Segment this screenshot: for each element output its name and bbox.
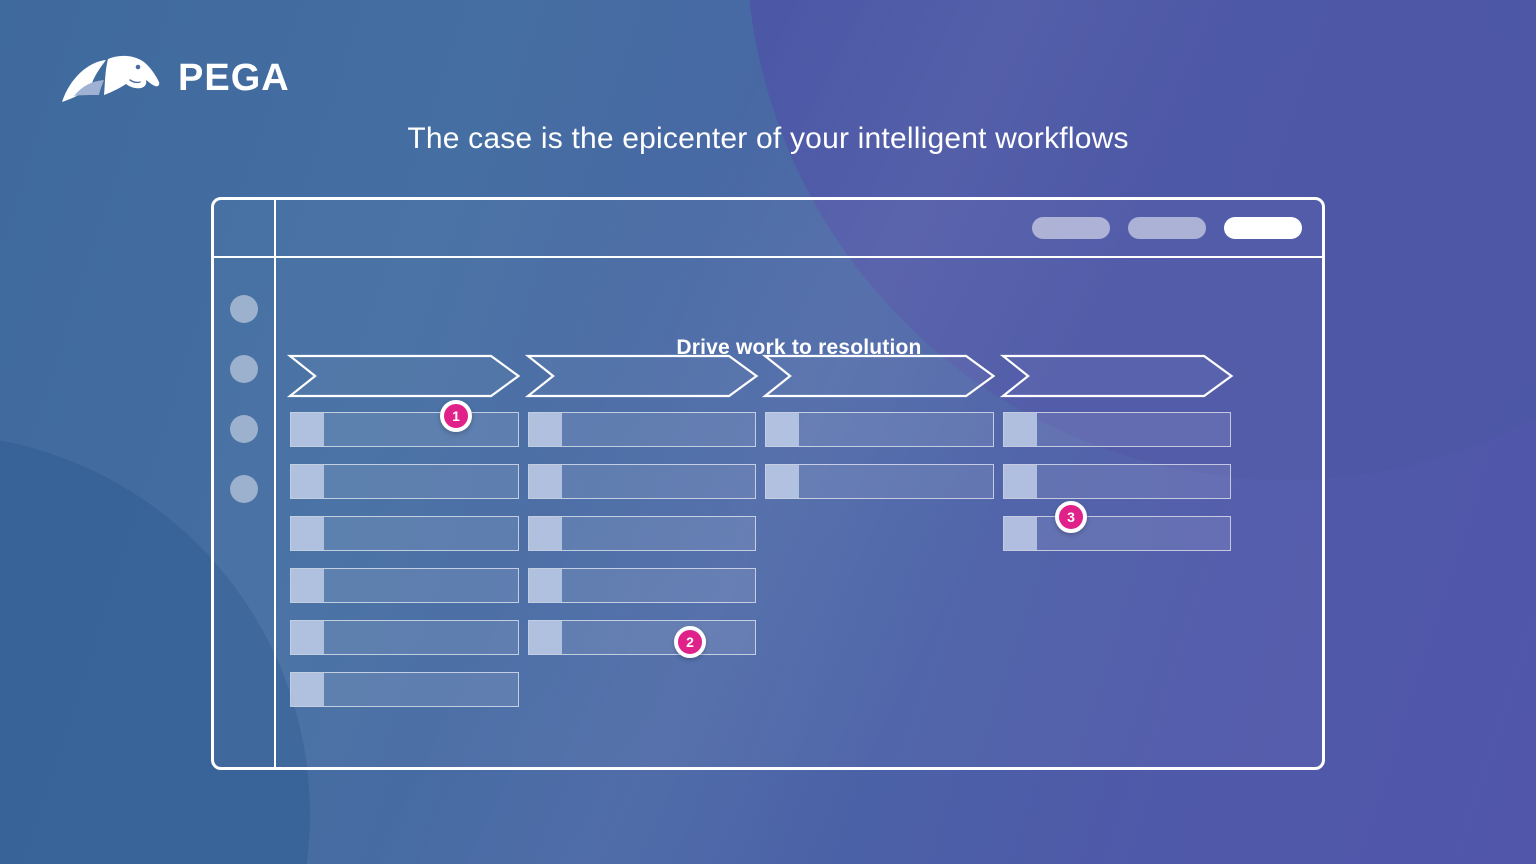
task-label: [562, 569, 756, 602]
task-status-icon: [528, 621, 562, 654]
task-status-icon: [1003, 465, 1037, 498]
task-status-icon: [528, 413, 562, 446]
task-status-icon: [766, 413, 799, 446]
task-status-icon: [528, 465, 562, 498]
toolbar-pill-1[interactable]: [1032, 217, 1110, 239]
task-label: [1037, 465, 1231, 498]
task-row[interactable]: [290, 672, 519, 707]
task-row[interactable]: [290, 568, 519, 603]
task-row[interactable]: [290, 412, 519, 447]
task-status-icon: [291, 465, 324, 498]
pega-horse-logo-icon: [62, 55, 160, 102]
task-row[interactable]: [527, 516, 756, 551]
task-row[interactable]: [527, 464, 756, 499]
task-label: [562, 413, 756, 446]
stage-chevron-1[interactable]: [290, 355, 519, 397]
stage-column-3: [765, 412, 994, 707]
sidebar-item-1[interactable]: [230, 295, 258, 323]
task-status-icon: [528, 569, 562, 602]
task-status-icon: [291, 673, 324, 706]
task-row[interactable]: [290, 516, 519, 551]
task-row[interactable]: [1002, 516, 1231, 551]
section-title: Drive work to resolution: [676, 336, 922, 359]
app-topbar: [214, 200, 1322, 258]
task-row[interactable]: [290, 620, 519, 655]
task-label: [562, 465, 756, 498]
callout-marker-2[interactable]: 2: [674, 626, 706, 658]
task-row[interactable]: [527, 620, 756, 655]
stage-chevron-3[interactable]: [765, 355, 994, 397]
app-window: Drive work to resolution: [211, 197, 1325, 770]
task-row[interactable]: [290, 464, 519, 499]
task-status-icon: [1003, 413, 1037, 446]
task-status-icon: [291, 621, 324, 654]
task-row[interactable]: [1002, 412, 1231, 447]
task-label: [324, 413, 518, 446]
task-label: [1037, 413, 1231, 446]
task-label: [324, 517, 518, 550]
task-row[interactable]: [765, 464, 994, 499]
task-label: [799, 413, 993, 446]
task-row[interactable]: [527, 412, 756, 447]
task-status-icon: [291, 517, 324, 550]
sidebar-item-3[interactable]: [230, 415, 258, 443]
task-row[interactable]: [527, 568, 756, 603]
task-row[interactable]: [1002, 464, 1231, 499]
sidebar-item-4[interactable]: [230, 475, 258, 503]
task-label: [799, 465, 993, 498]
app-body: Drive work to resolution: [214, 258, 1322, 767]
task-status-icon: [766, 465, 799, 498]
stage-chevron-2[interactable]: [528, 355, 757, 397]
task-label: [324, 569, 518, 602]
task-status-icon: [1003, 517, 1037, 550]
stage-column-4: [1002, 412, 1231, 707]
brand-logo: PEGA: [60, 52, 290, 104]
task-label: [562, 517, 756, 550]
task-label: [562, 621, 756, 654]
workflow-canvas: Drive work to resolution: [276, 258, 1322, 767]
stage-columns: [290, 412, 1231, 707]
toolbar-pill-3[interactable]: [1224, 217, 1302, 239]
stage-bar: [290, 355, 1231, 397]
app-topbar-actions: [1032, 217, 1302, 239]
stage-column-1: [290, 412, 519, 707]
task-status-icon: [291, 413, 324, 446]
sidebar-item-2[interactable]: [230, 355, 258, 383]
task-row[interactable]: [765, 412, 994, 447]
app-sidebar: [214, 258, 276, 767]
task-status-icon: [528, 517, 562, 550]
callout-marker-3[interactable]: 3: [1055, 501, 1087, 533]
task-label: [324, 465, 518, 498]
task-label: [324, 621, 518, 654]
stage-chevron-4[interactable]: [1003, 355, 1232, 397]
brand-wordmark: PEGA: [178, 57, 290, 99]
toolbar-pill-2[interactable]: [1128, 217, 1206, 239]
page-title: The case is the epicenter of your intell…: [407, 122, 1129, 155]
task-status-icon: [291, 569, 324, 602]
stage-column-2: [527, 412, 756, 707]
task-label: [324, 673, 518, 706]
callout-marker-1[interactable]: 1: [440, 400, 472, 432]
app-topbar-logo-slot: [214, 200, 276, 256]
